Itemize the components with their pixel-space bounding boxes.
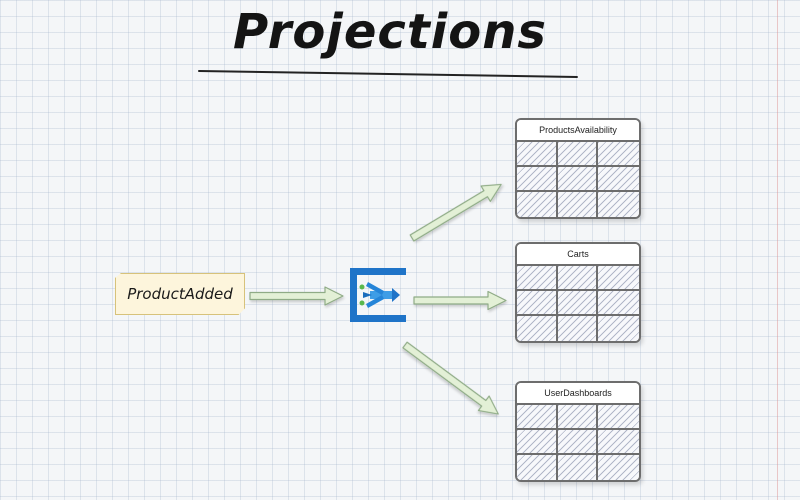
table-cell [517, 142, 558, 167]
table-cell [517, 430, 558, 455]
arrow-processor-to-products-availability [409, 183, 502, 242]
projection-table-user-dashboards: UserDashboards [515, 381, 641, 482]
table-cell [598, 192, 639, 217]
table-cell [517, 192, 558, 217]
table-cell [517, 266, 558, 291]
event-processor-icon [350, 268, 406, 322]
table-cell [557, 167, 599, 192]
arrow-processor-to-carts [413, 290, 507, 311]
table-cell [517, 405, 558, 430]
table-cell [517, 455, 558, 480]
table-cell [517, 167, 558, 192]
table-cell [598, 430, 639, 455]
projection-table-products-availability: ProductsAvailability [515, 118, 641, 219]
table-cell [557, 430, 599, 455]
table-cell [557, 192, 599, 217]
projection-title: ProductsAvailability [517, 120, 639, 142]
projection-title: Carts [517, 244, 639, 266]
table-cell [598, 455, 639, 480]
table-cell [517, 291, 558, 316]
table-cell [557, 405, 599, 430]
projection-table-carts: Carts [515, 242, 641, 343]
table-cell [557, 455, 599, 480]
arrow-processor-to-user-dashboards [402, 341, 499, 415]
arrow-event-to-processor [249, 286, 344, 306]
event-label: ProductAdded [127, 285, 233, 303]
table-cell [557, 291, 599, 316]
table-cell [557, 266, 599, 291]
page-title: Projections [233, 4, 547, 60]
table-cell [598, 167, 639, 192]
table-cell [557, 142, 599, 167]
event-card: ProductAdded [115, 273, 245, 315]
table-cell [598, 405, 639, 430]
table-cell [598, 291, 639, 316]
table-cell [598, 266, 639, 291]
table-cell [557, 316, 599, 341]
table-cell [598, 316, 639, 341]
table-cell [598, 142, 639, 167]
paper-margin-line [777, 0, 778, 500]
projection-title: UserDashboards [517, 383, 639, 405]
table-cell [517, 316, 558, 341]
